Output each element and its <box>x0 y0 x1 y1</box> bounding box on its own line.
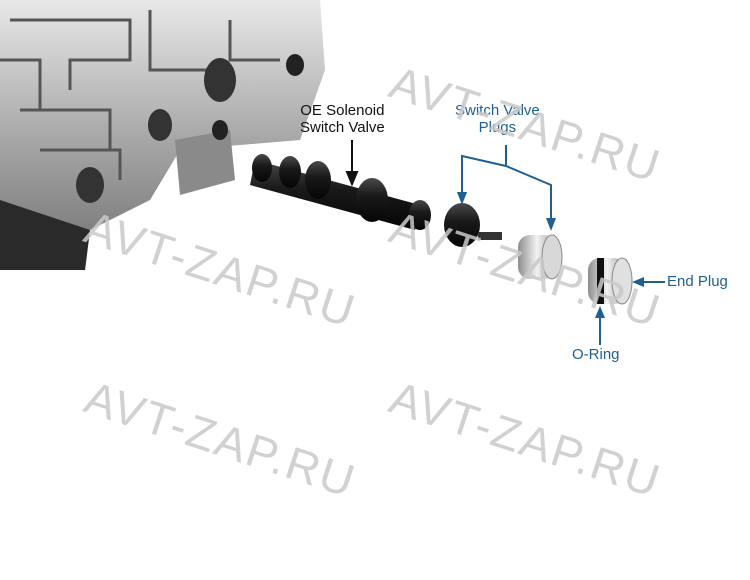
arrow-down-icon <box>457 192 467 205</box>
solenoid-label-line1: OE Solenoid <box>300 102 385 119</box>
o-ring-label: O-Ring <box>572 346 620 363</box>
solenoid-switch-valve <box>250 154 431 230</box>
arrow-left-icon <box>632 277 644 287</box>
plugs-label-line2: Plugs <box>478 119 517 136</box>
switch-valve-plug-black <box>444 203 502 247</box>
end-plug-label: End Plug <box>667 273 728 290</box>
plugs-label: Switch Valve Plugs <box>455 102 540 136</box>
arrow-down-icon <box>546 218 556 231</box>
plugs-label-line1: Switch Valve <box>455 102 540 119</box>
solenoid-label-line2: Switch Valve <box>300 119 385 136</box>
arrow-down-icon <box>345 171 359 187</box>
valve-body <box>0 0 325 270</box>
plugs-callout-bracket <box>461 145 552 220</box>
solenoid-label: OE Solenoid Switch Valve <box>300 102 385 136</box>
arrow-up-icon <box>595 306 605 318</box>
switch-valve-plug-aluminum <box>518 234 563 280</box>
end-plug <box>588 257 633 305</box>
